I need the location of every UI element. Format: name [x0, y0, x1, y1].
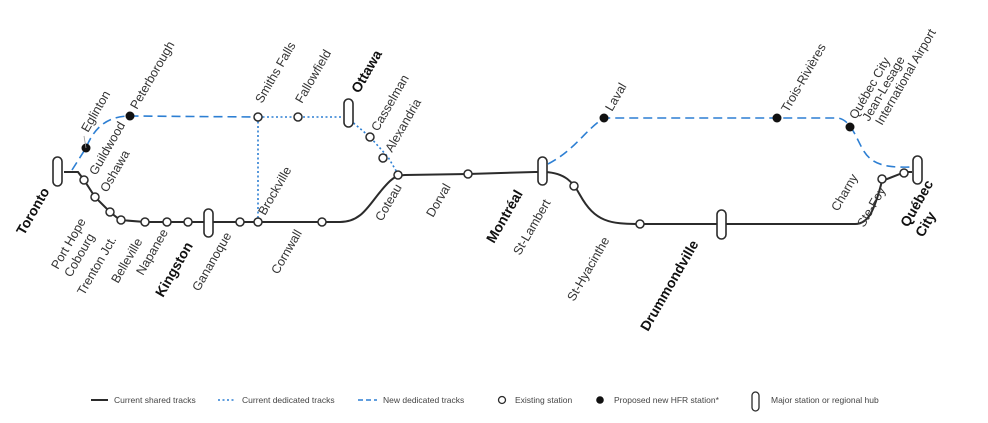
legend: Current shared tracks Current dedicated … — [91, 391, 879, 412]
station-smiths-falls — [253, 112, 263, 122]
legend-major-label: Major station or regional hub — [771, 395, 879, 405]
station-charny — [877, 174, 887, 184]
eglinton-leader-line — [83, 135, 87, 149]
legend-existing-swatch — [497, 395, 507, 405]
hub-montreal — [537, 156, 548, 186]
legend-major-swatch — [751, 391, 760, 412]
station-trois-rivieres — [772, 113, 782, 123]
label-cornwall: Cornwall — [268, 227, 304, 276]
label-drummondville: Drummondville — [637, 237, 702, 333]
station-laval — [599, 113, 609, 123]
legend-existing-label: Existing station — [515, 395, 572, 405]
hub-drummondville — [716, 209, 727, 240]
proposed-stations — [81, 111, 855, 153]
hub-quebec-city — [912, 155, 923, 185]
track-ottawa-coteau — [349, 119, 399, 175]
label-fallowfield: Fallowfield — [292, 47, 334, 105]
label-smiths-falls: Smiths Falls — [252, 40, 298, 106]
station-st-lambert — [569, 181, 579, 191]
station-dorval — [463, 169, 473, 179]
label-laval: Laval — [602, 81, 629, 114]
current-shared-tracks — [64, 171, 912, 225]
label-gananoque: Gananoque — [189, 230, 234, 294]
label-brockville: Brockville — [255, 164, 294, 217]
track-montreal-quebec-north — [547, 117, 911, 168]
major-stations — [52, 98, 923, 240]
station-guildwood — [79, 175, 89, 185]
station-ste-foy — [899, 168, 909, 178]
hub-kingston — [203, 208, 214, 238]
station-coteau — [393, 170, 403, 180]
station-cobourg — [116, 215, 126, 225]
legend-current-dedicated-label: Current dedicated tracks — [242, 395, 335, 405]
legend-new-dedicated-label: New dedicated tracks — [383, 395, 464, 405]
label-ste-foy: Ste-Foy — [854, 184, 888, 230]
legend-proposed-label: Proposed new HFR station* — [614, 395, 720, 405]
label-peterborough: Peterborough — [127, 39, 177, 112]
station-alexandria — [378, 153, 388, 163]
station-port-hope — [105, 207, 115, 217]
station-belleville — [162, 217, 172, 227]
station-fallowfield — [293, 112, 303, 122]
label-charny: Charny — [828, 171, 861, 214]
legend-proposed-swatch — [596, 396, 604, 404]
station-gananoque — [235, 217, 245, 227]
hub-toronto — [52, 156, 63, 187]
label-toronto: Toronto — [13, 185, 53, 238]
station-peterborough — [125, 111, 135, 121]
new-dedicated-tracks — [71, 115, 911, 171]
label-trois-rivieres: Trois-Rivières — [778, 41, 828, 114]
station-labels: Toronto Eglinton Peterborough Guildwood … — [13, 26, 939, 333]
label-dorval: Dorval — [423, 181, 453, 219]
label-ottawa: Ottawa — [348, 47, 385, 96]
label-st-hyacinthe: St-Hyacinthe — [564, 234, 612, 303]
label-eglinton: Eglinton — [78, 88, 113, 134]
current-dedicated-tracks — [257, 116, 399, 222]
station-oshawa — [90, 192, 100, 202]
existing-stations — [79, 112, 909, 229]
track-montreal-quebec — [544, 171, 912, 225]
station-casselman — [365, 132, 375, 142]
station-brockville — [253, 217, 263, 227]
hub-ottawa — [343, 98, 354, 128]
station-quebec-airport — [845, 122, 855, 132]
station-napanee — [183, 217, 193, 227]
station-cornwall — [317, 217, 327, 227]
legend-shared-label: Current shared tracks — [114, 395, 196, 405]
label-coteau: Coteau — [372, 182, 404, 224]
track-toronto-coteau — [64, 171, 545, 223]
station-trenton — [140, 217, 150, 227]
station-st-hyacinthe — [635, 219, 645, 229]
